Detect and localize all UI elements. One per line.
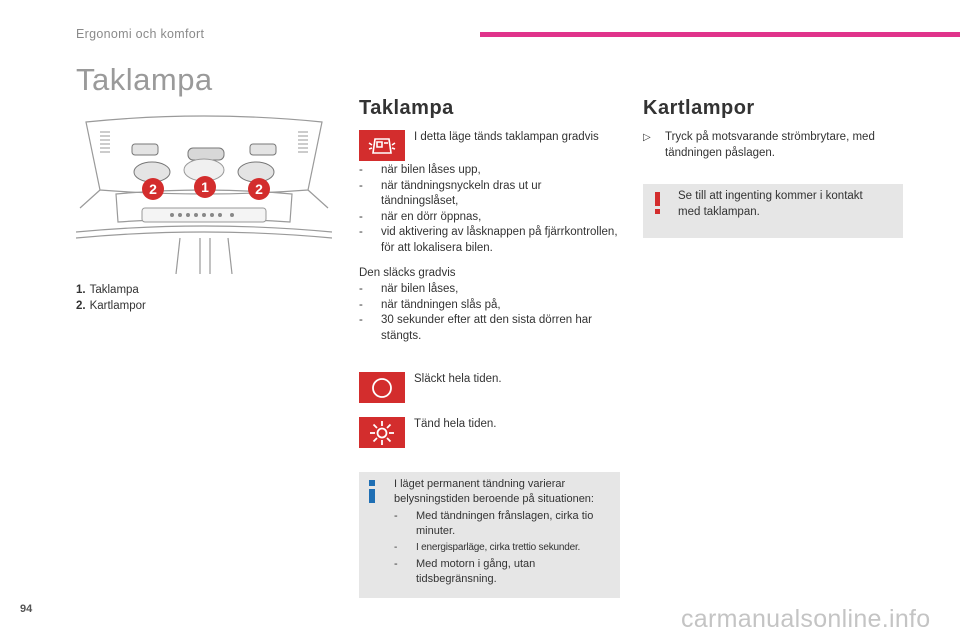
list-item: -när bilen låses, xyxy=(359,283,459,295)
list-item-text: Med tändningen frånslagen, cirka tio min… xyxy=(416,510,594,537)
ceiling-lamp-illustration: 2 1 2 xyxy=(75,112,333,275)
on-mode-icon-box xyxy=(359,417,405,448)
list-item-text: när en dörr öppnas, xyxy=(381,210,482,223)
ceiling-console-drawing xyxy=(75,115,333,275)
legend-label: Taklampa xyxy=(89,284,139,296)
legend-item: 2.Kartlampor xyxy=(76,299,146,315)
list-item-text: när tändningen slås på, xyxy=(381,298,501,311)
callout-2-left: 2 xyxy=(142,178,164,200)
info-box: I läget permanent tändning varierar bely… xyxy=(359,472,620,598)
legend-number: 2. xyxy=(76,299,86,312)
on-conditions-list: -när bilen låses upp, -när tändningsnyck… xyxy=(359,163,619,256)
info-intro: I läget permanent tändning varierar bely… xyxy=(394,478,594,505)
accent-bar xyxy=(480,32,960,37)
kartlampor-heading: Kartlampor xyxy=(643,97,755,119)
off-conditions-list: -när bilen låses, -när tändningen slås p… xyxy=(359,282,619,344)
warning-text: Se till att ingenting kommer i kontakt m… xyxy=(678,190,863,218)
watermark: carmanualsonline.info xyxy=(681,605,931,633)
info-icon-dot xyxy=(369,480,375,486)
callout-number: 2 xyxy=(255,181,263,197)
list-item: -när tändningen slås på, xyxy=(359,298,501,311)
warning-box: Se till att ingenting kommer i kontakt m… xyxy=(643,184,903,238)
list-item-text: när bilen låses, xyxy=(381,283,459,295)
list-item-text: I energisparläge, cirka trettio sekunder… xyxy=(416,542,581,553)
list-item-text: 30 sekunder efter att den sista dörren h… xyxy=(381,314,592,342)
list-item: -vid aktivering av låsknappen på fjärrko… xyxy=(359,226,618,254)
list-item: -Med tändningen frånslagen, cirka tio mi… xyxy=(394,510,594,537)
legend-label: Kartlampor xyxy=(89,299,146,312)
arrow-bullet-icon: ▷ xyxy=(643,132,651,143)
info-list: -Med tändningen frånslagen, cirka tio mi… xyxy=(394,509,616,587)
door-lamp-icon xyxy=(368,137,396,154)
mode-auto-text: I detta läge tänds taklampan gradvis xyxy=(414,131,599,143)
page-number: 94 xyxy=(20,603,33,615)
list-item-text: Med motorn i gång, utan tidsbegränsning. xyxy=(416,558,536,585)
kartlampor-instruction-text: Tryck på motsvarande strömbrytare, med t… xyxy=(665,131,875,159)
list-item: -Med motorn i gång, utan tidsbegränsning… xyxy=(394,558,536,585)
list-item: -när tändningsnyckeln dras ut ur tändnin… xyxy=(359,179,542,208)
figure-legend: 1.Taklampa 2.Kartlampor xyxy=(76,283,146,314)
list-item: -I energisparläge, cirka trettio sekunde… xyxy=(394,542,581,553)
taklampa-heading: Taklampa xyxy=(359,97,454,119)
warning-icon xyxy=(655,192,660,206)
off-intro: Den släcks gradvis xyxy=(359,267,456,279)
list-item-text: när tändningsnyckeln dras ut ur tändning… xyxy=(381,179,542,208)
list-item-text: när bilen låses upp, xyxy=(381,164,481,176)
door-mode-icon-box xyxy=(359,130,405,161)
list-item: -när en dörr öppnas, xyxy=(359,210,482,223)
off-mode-icon-box xyxy=(359,372,405,403)
callout-1: 1 xyxy=(194,176,216,198)
callout-number: 2 xyxy=(149,181,157,197)
callout-number: 1 xyxy=(201,179,209,195)
mode-off-text: Släckt hela tiden. xyxy=(414,373,502,385)
light-on-icon xyxy=(370,420,394,445)
list-item: -30 sekunder efter att den sista dörren … xyxy=(359,314,592,342)
page-title: Taklampa xyxy=(76,62,213,97)
mode-on-text: Tänd hela tiden. xyxy=(414,418,497,430)
info-icon xyxy=(369,489,375,503)
legend-item: 1.Taklampa xyxy=(76,283,146,299)
kartlampor-instruction: ▷ Tryck på motsvarande strömbrytare, med… xyxy=(643,130,903,161)
list-item: -när bilen låses upp, xyxy=(359,164,481,176)
section-label: Ergonomi och komfort xyxy=(76,27,205,41)
callout-2-right: 2 xyxy=(248,178,270,200)
list-item-text: vid aktivering av låsknappen på fjärrkon… xyxy=(381,226,618,254)
circle-off-icon xyxy=(372,377,392,398)
legend-number: 1. xyxy=(76,284,86,296)
warning-icon-dot xyxy=(655,209,660,214)
